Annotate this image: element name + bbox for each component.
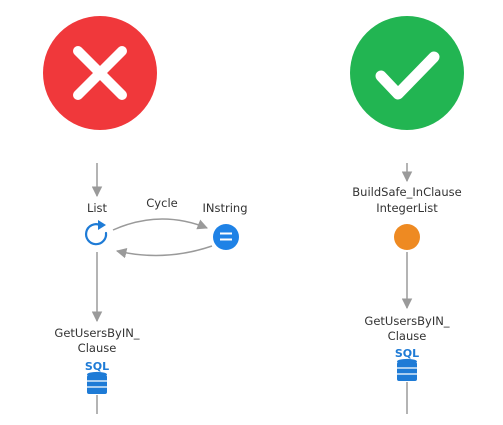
assign-node-label: INstring [202,201,247,215]
cycle-connector-forward [112,218,208,231]
action-node-label-line1: BuildSafe_InClause [352,185,461,199]
loop-node-label: List [87,201,108,215]
right-flow: BuildSafe_InClause IntegerList GetUsersB… [350,16,464,414]
loop-node[interactable] [84,220,110,248]
action-node[interactable] [394,224,420,250]
sql-node-label-line2: Clause [388,329,427,343]
cycle-connector-back [115,245,213,259]
sql-node-label-line1: GetUsersByIN_ [364,314,449,328]
success-circle [350,16,464,130]
check-icon [375,51,440,100]
close-icon [73,46,127,100]
error-status [43,16,157,130]
assign-node[interactable] [213,224,239,250]
sql-node[interactable]: SQL [395,347,419,381]
sql-badge: SQL [85,360,109,373]
sql-node-label-line2: Clause [78,341,117,355]
left-flow: List Cycle INstring GetUsersByIN_ Clause [43,16,248,414]
refresh-icon [85,220,108,246]
success-status [350,16,464,130]
database-icon [397,358,417,381]
database-icon [87,371,107,394]
sql-badge: SQL [395,347,419,360]
cycle-label: Cycle [146,196,177,210]
sql-node-label-line1: GetUsersByIN_ [54,326,139,340]
equals-icon [220,232,232,241]
action-node-label-line2: IntegerList [376,201,438,215]
sql-node[interactable]: SQL [85,360,109,394]
